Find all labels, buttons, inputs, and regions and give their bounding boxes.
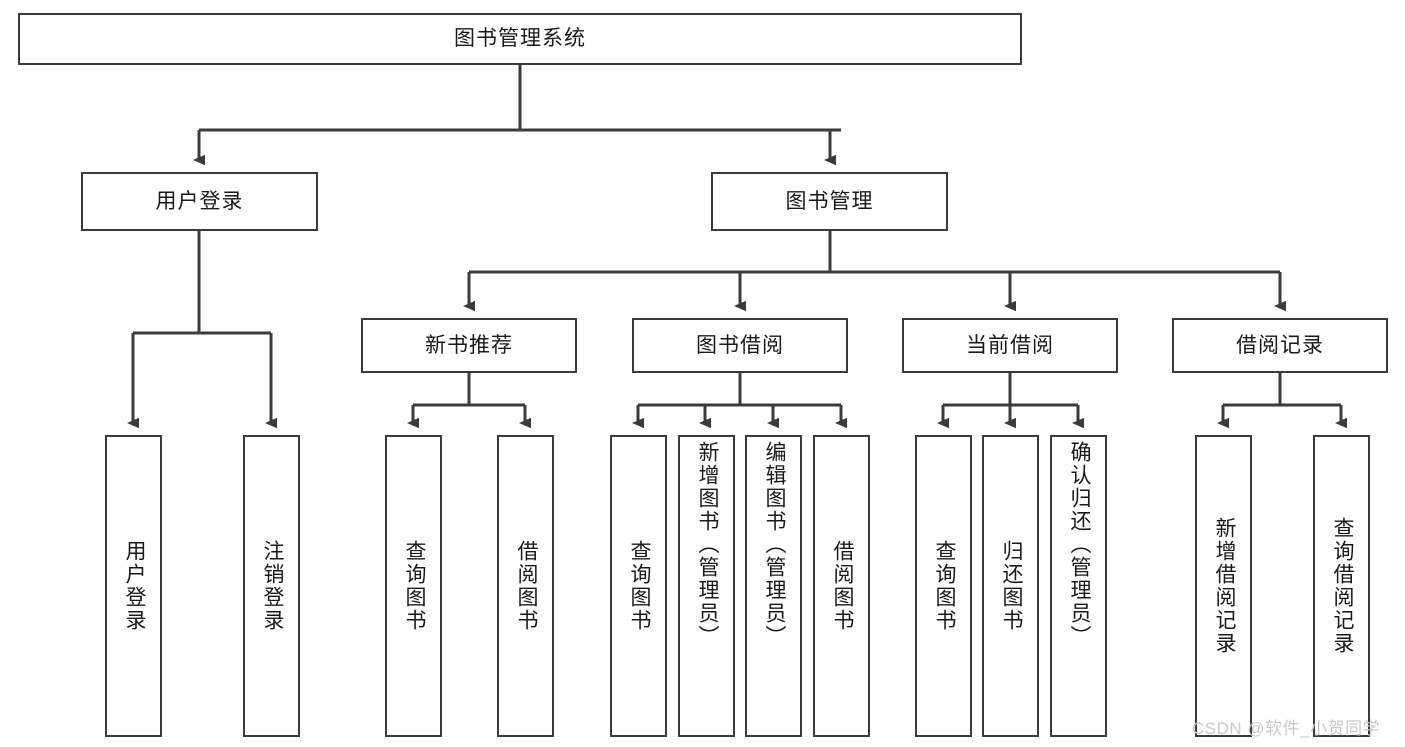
node-current-borrow[interactable]: 当前借阅	[902, 318, 1118, 373]
leaf-label: 用户登录	[122, 540, 146, 632]
node-root-book-management-system[interactable]: 图书管理系统	[18, 13, 1022, 65]
node-label: 用户登录	[155, 189, 244, 213]
leaf-borrow-book-recommend[interactable]: 借阅图书	[497, 435, 554, 737]
leaf-label: 查询借阅记录	[1330, 517, 1354, 655]
leaf-edit-book-admin[interactable]: 编辑图书（管理员）	[745, 435, 802, 737]
leaf-return-book[interactable]: 归还图书	[982, 435, 1039, 737]
node-user-login[interactable]: 用户登录	[81, 172, 318, 231]
node-label: 新书推荐	[425, 333, 513, 357]
node-label: 当前借阅	[966, 333, 1054, 357]
leaf-label: 归还图书	[999, 540, 1023, 632]
leaf-add-book-admin[interactable]: 新增图书（管理员）	[678, 435, 735, 737]
leaf-logout-login[interactable]: 注销登录	[243, 435, 300, 737]
leaf-label: 注销登录	[260, 540, 284, 632]
leaf-add-borrow-record[interactable]: 新增借阅记录	[1195, 435, 1252, 737]
leaf-label: 确认归还（管理员）	[1067, 441, 1091, 648]
leaf-query-book-borrow[interactable]: 查询图书	[610, 435, 667, 737]
leaf-label: 新增借阅记录	[1212, 517, 1236, 655]
leaf-query-book-current[interactable]: 查询图书	[915, 435, 972, 737]
csdn-watermark: CSDN @软件_小贺同学	[1192, 719, 1381, 738]
node-book-borrow[interactable]: 图书借阅	[632, 318, 848, 373]
leaf-label: 查询图书	[932, 540, 956, 632]
leaf-borrow-book[interactable]: 借阅图书	[813, 435, 870, 737]
leaf-label: 编辑图书（管理员）	[762, 441, 786, 648]
node-label: 借阅记录	[1236, 333, 1324, 357]
node-borrow-record[interactable]: 借阅记录	[1172, 318, 1388, 373]
node-label: 图书管理系统	[454, 27, 586, 51]
leaf-label: 查询图书	[402, 540, 426, 632]
leaf-user-login[interactable]: 用户登录	[105, 435, 162, 737]
leaf-label: 借阅图书	[514, 540, 538, 632]
node-label: 图书借阅	[696, 333, 784, 357]
node-book-management[interactable]: 图书管理	[711, 172, 948, 231]
node-new-book-recommend[interactable]: 新书推荐	[361, 318, 577, 373]
leaf-confirm-return-admin[interactable]: 确认归还（管理员）	[1050, 435, 1107, 737]
node-label: 图书管理	[785, 189, 874, 213]
leaf-label: 新增图书（管理员）	[695, 441, 719, 648]
leaf-label: 借阅图书	[830, 540, 854, 632]
leaf-query-borrow-record[interactable]: 查询借阅记录	[1313, 435, 1370, 737]
leaf-query-book-recommend[interactable]: 查询图书	[385, 435, 442, 737]
leaf-label: 查询图书	[627, 540, 651, 632]
